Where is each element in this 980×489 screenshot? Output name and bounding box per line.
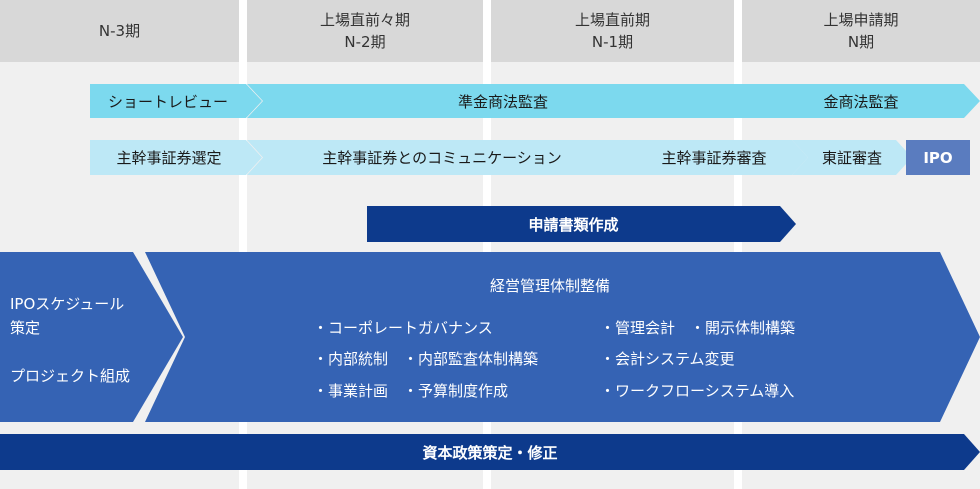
period-label: N-2期 — [344, 33, 386, 51]
management-item: ・事業計画 ・予算制度作成 — [313, 382, 509, 400]
underwriter-communication-arrow: 主幹事証券とのコミュニケーション — [247, 140, 637, 175]
management-item: ・管理会計 ・開示体制構築 — [600, 319, 796, 337]
quasi-audit-arrow: 準金商法監査 — [247, 84, 759, 118]
application-documents-label: 申請書類作成 — [528, 215, 619, 234]
short-review-arrow: ショートレビュー — [90, 84, 262, 118]
ipo-schedule-label: IPOスケジュール 策定 — [10, 292, 124, 340]
tse-review-label: 東証審査 — [821, 149, 882, 167]
period-label: N期 — [847, 33, 875, 51]
quasi-audit-label: 準金商法監査 — [457, 92, 548, 111]
full-audit-label: 金商法監査 — [823, 92, 899, 111]
capital-policy-label: 資本政策策定・修正 — [422, 443, 558, 462]
period-label: N-1期 — [591, 33, 634, 51]
management-system-block — [145, 252, 980, 422]
period-name: 上場申請期 — [823, 11, 899, 29]
underwriter-review-arrow: 主幹事証券審査 — [620, 140, 808, 175]
period-header-n3: N-3期 — [0, 0, 239, 62]
period-name: 上場直前期 — [574, 11, 650, 29]
application-documents-arrow: 申請書類作成 — [367, 206, 796, 242]
management-item: ・コーポレートガバナンス — [313, 319, 493, 337]
period-header-n1: 上場直前期 N-1期 — [491, 0, 734, 62]
management-item: ・ワークフローシステム導入 — [600, 382, 795, 400]
ipo-schedule-line1: IPOスケジュール — [10, 295, 125, 313]
ipo-label: IPO — [923, 148, 953, 167]
management-item: ・内部統制 ・内部監査体制構築 — [313, 350, 539, 368]
tse-review-arrow: 東証審査 — [792, 140, 912, 175]
period-header-n: 上場申請期 N期 — [742, 0, 980, 62]
ipo-schedule-line2: 策定 — [10, 319, 41, 337]
management-item: ・会計システム変更 — [600, 350, 735, 368]
ipo-box: IPO — [906, 140, 970, 175]
project-formation-label: プロジェクト組成 — [10, 367, 131, 385]
management-title: 経営管理体制整備 — [490, 277, 611, 295]
full-audit-arrow: 金商法監査 — [742, 84, 980, 118]
underwriter-select-label: 主幹事証券選定 — [116, 149, 222, 167]
period-header-n2: 上場直前々期 N-2期 — [247, 0, 483, 62]
period-label: N-3期 — [98, 22, 141, 40]
underwriter-communication-label: 主幹事証券とのコミュニケーション — [322, 149, 562, 167]
capital-policy-arrow: 資本政策策定・修正 — [0, 434, 980, 470]
short-review-label: ショートレビュー — [107, 92, 228, 111]
period-name: 上場直前々期 — [319, 11, 410, 29]
underwriter-review-label: 主幹事証券審査 — [661, 149, 767, 167]
underwriter-select-arrow: 主幹事証券選定 — [90, 140, 262, 175]
